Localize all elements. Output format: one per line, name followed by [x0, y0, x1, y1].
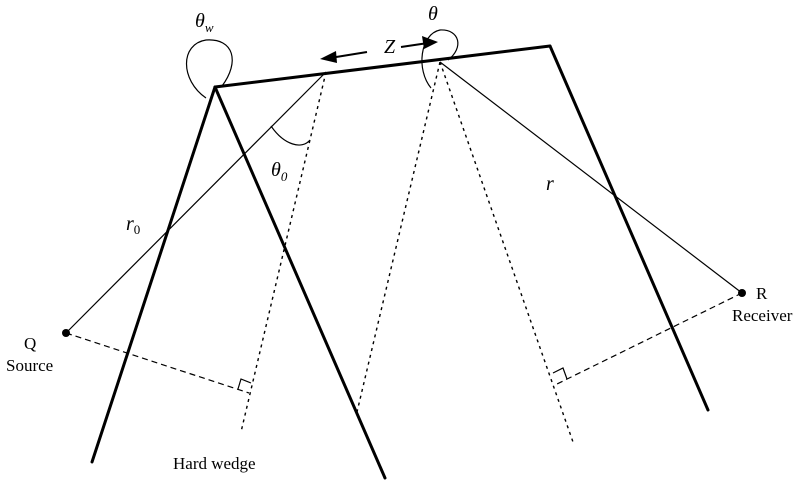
- source-caption: Source: [6, 356, 53, 375]
- dotted-line-image-left: [240, 71, 327, 433]
- dotted-line-edge-right: [439, 61, 574, 443]
- theta-w-angle-arc: [185, 39, 233, 99]
- z-arrow-left-head: [320, 51, 337, 63]
- z-arrows: [320, 36, 438, 63]
- r0-label: r0: [126, 213, 140, 237]
- wedge-top-edge: [213, 44, 552, 89]
- theta-0-angle-arc: [270, 125, 311, 146]
- wedge-left-face-inner: [213, 85, 387, 480]
- theta-w-symbol: θ: [195, 10, 205, 32]
- receiver-caption: Receiver: [732, 306, 793, 325]
- theta-0-label: θ0: [271, 159, 288, 184]
- theta-w-label: θw: [195, 10, 214, 35]
- theta-angle-arc: [421, 29, 459, 89]
- theta-0-subscript: 0: [281, 169, 288, 184]
- z-arrow-right-head: [422, 36, 438, 49]
- theta-w-subscript: w: [205, 20, 214, 35]
- dotted-line-edge-left: [356, 61, 441, 413]
- theta-0-symbol: θ: [271, 159, 281, 181]
- source-letter: Q: [24, 334, 36, 353]
- z-label: Z: [384, 36, 396, 58]
- ray-edge-to-receiver: [439, 61, 743, 294]
- source-point: [62, 329, 70, 337]
- r0-subscript: 0: [134, 222, 141, 237]
- right-angle-marker-right: [552, 367, 568, 380]
- receiver-letter: R: [756, 284, 768, 303]
- wedge-left-face-outer: [90, 85, 217, 464]
- theta-label: θ: [428, 3, 438, 25]
- right-angle-marker-left: [237, 378, 252, 390]
- hard-wedge: [90, 44, 710, 480]
- perpendicular-from-receiver: [556, 292, 743, 385]
- r-label: r: [546, 173, 554, 195]
- receiver-point: [738, 289, 746, 297]
- ray-source-to-image: [65, 71, 327, 334]
- r0-symbol: r: [126, 213, 134, 235]
- wedge-right-face: [548, 44, 710, 412]
- perpendicular-from-source: [65, 332, 250, 394]
- hard-wedge-caption: Hard wedge: [173, 454, 256, 473]
